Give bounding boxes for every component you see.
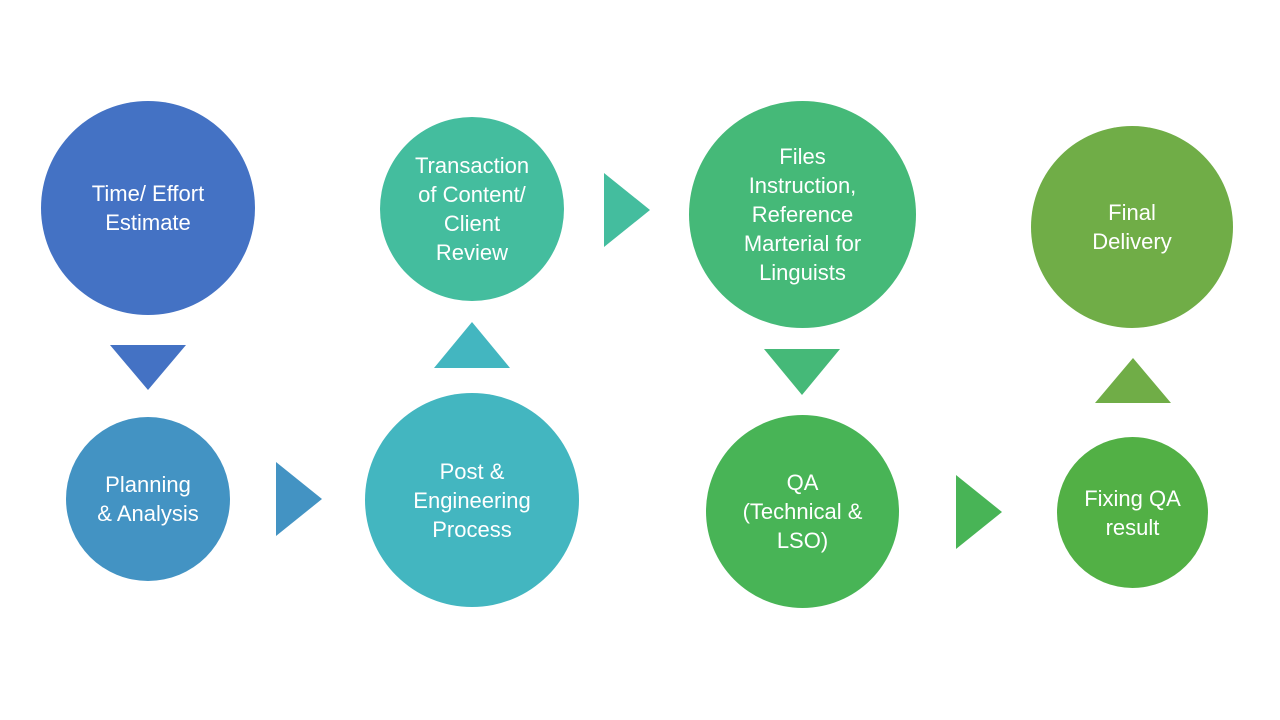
node-files-instruction-reference: Files Instruction, Reference Marterial f…	[689, 101, 916, 328]
arrow-right-icon	[956, 475, 1002, 549]
node-label: Final Delivery	[1092, 200, 1172, 254]
node-label: Planning & Analysis	[97, 472, 199, 526]
arrow-right-icon	[604, 173, 650, 247]
node-label: QA (Technical & LSO)	[742, 470, 863, 553]
node-time-effort-estimate: Time/ Effort Estimate	[41, 101, 255, 315]
node-post-engineering-process: Post & Engineering Process	[365, 393, 579, 607]
arrow-up-icon	[434, 322, 510, 368]
node-final-delivery: Final Delivery	[1031, 126, 1233, 328]
node-qa-technical-lso: QA (Technical & LSO)	[706, 415, 899, 608]
node-label: Post & Engineering Process	[413, 458, 531, 542]
arrow-down-icon	[110, 345, 186, 390]
node-label: Files Instruction, Reference Marterial f…	[743, 144, 862, 285]
arrow-down-icon	[764, 349, 840, 395]
node-label: Time/ Effort Estimate	[91, 181, 205, 235]
arrow-up-icon	[1095, 358, 1171, 403]
node-transaction-client-review: Transaction of Content/ Client Review	[380, 117, 564, 301]
node-label: Transaction of Content/ Client Review	[414, 153, 530, 265]
node-fixing-qa-result: Fixing QA result	[1057, 437, 1208, 588]
arrow-right-icon	[276, 462, 322, 536]
node-label: Fixing QA result	[1084, 485, 1181, 540]
node-planning-analysis: Planning & Analysis	[66, 417, 230, 581]
